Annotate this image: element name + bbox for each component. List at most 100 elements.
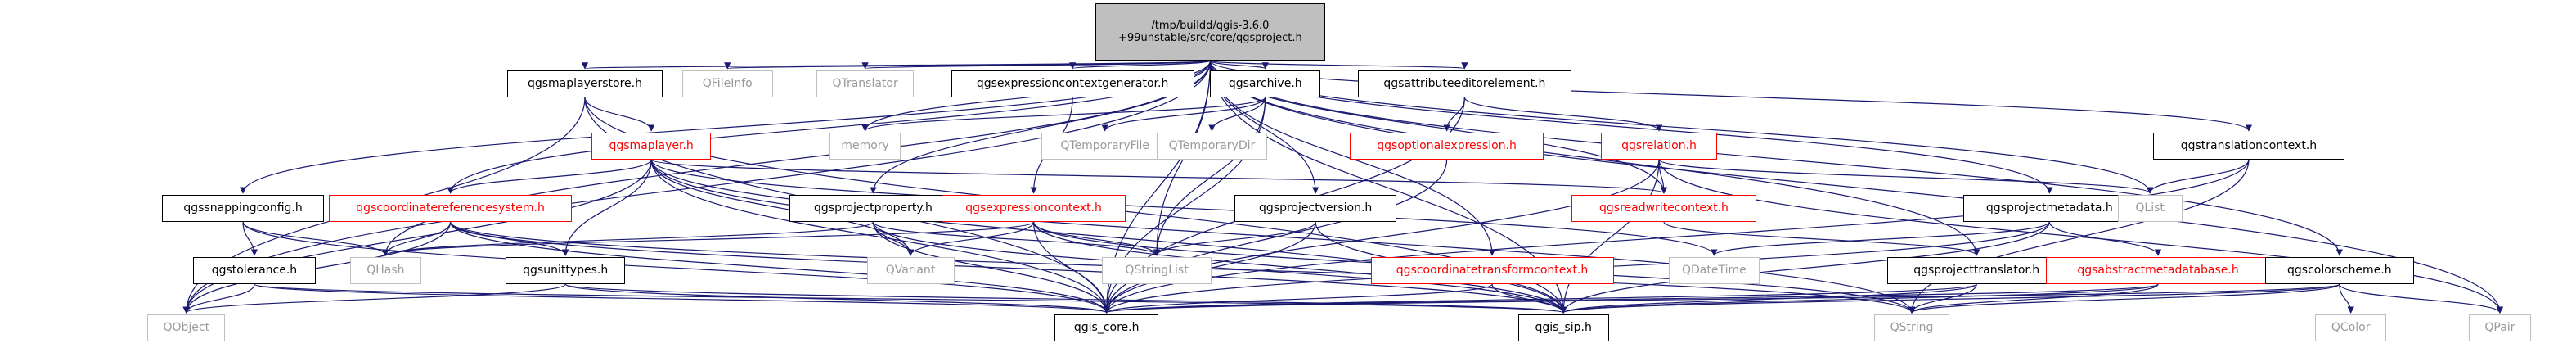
graph-node-qgsprojecttranslator[interactable]: qgsprojecttranslator.h (1887, 256, 2066, 285)
graph-node-qgsprojectproperty[interactable]: qgsprojectproperty.h (789, 194, 958, 222)
node-label: qgstranslationcontext.h (2180, 138, 2318, 152)
node-label: QColor (2331, 321, 2371, 335)
graph-node-qpair[interactable]: QPair (2469, 314, 2531, 342)
graph-node-qstring[interactable]: QString (1874, 314, 1949, 342)
graph-node-qgsprojectversion[interactable]: qgsprojectversion.h (1234, 194, 1397, 222)
edge-qgsmaplayer-to-qgsunittypes (562, 159, 652, 256)
node-label-line: +99unstable/src/core/qgsproject.h (1118, 31, 1302, 44)
graph-node-qgsabstractmetadb[interactable]: qgsabstractmetadatabase.h (2046, 256, 2270, 285)
node-label-line: /tmp/buildd/qgis-3.6.0 (1151, 19, 1270, 32)
graph-node-qgis_sip[interactable]: qgis_sip.h (1517, 314, 1609, 342)
graph-node-qgscrs[interactable]: qgscoordinatereferencesystem.h (329, 194, 573, 222)
graph-node-qgsattreditelem[interactable]: qgsattributeeditorelement.h (1357, 70, 1572, 97)
node-label: qgsunittypes.h (523, 263, 609, 277)
edge-qgsexprctx-to-qvariant (906, 221, 1035, 256)
graph-node-qgsexprctxgen[interactable]: qgsexpressioncontextgenerator.h (951, 70, 1194, 97)
graph-node-qgsreadwritectx[interactable]: qgsreadwritecontext.h (1571, 194, 1756, 222)
graph-node-qhash[interactable]: QHash (349, 256, 421, 285)
graph-node-root[interactable]: /tmp/buildd/qgis-3.6.0+99unstable/src/co… (1095, 2, 1326, 61)
edge-qgscolorscheme-to-qgis_sip (1560, 283, 2340, 314)
edge-qgscrs-to-qgis_sip (449, 221, 1567, 314)
node-label: qgsprojecttranslator.h (1913, 263, 2040, 277)
node-label: qgsmaplayerstore.h (527, 76, 642, 90)
edge-qgsmaplayer-to-qstring (650, 159, 1916, 314)
graph-node-qgsunittypes[interactable]: qgsunittypes.h (505, 256, 626, 285)
edge-qgscrs-to-qgis_core (449, 221, 1110, 314)
graph-node-qgsoptionalexpr[interactable]: qgsoptionalexpression.h (1349, 132, 1544, 160)
edge-qgsarchive-to-memory (861, 97, 1266, 132)
edge-qgsarchive-to-qtemporarydir (1208, 97, 1266, 132)
edge-qgsmaplayer-to-qgis_sip (650, 159, 1567, 314)
graph-node-qobject[interactable]: QObject (147, 314, 226, 342)
node-label: qgscoordinatetransformcontext.h (1396, 263, 1589, 277)
edge-root-to-qtranslator (862, 60, 1212, 70)
edge-qgscoordtransctx-to-qgis_core (1103, 283, 1493, 314)
graph-node-qgsmaplayer[interactable]: qgsmaplayer.h (591, 132, 712, 160)
graph-node-qgis_core[interactable]: qgis_core.h (1054, 314, 1159, 342)
node-label: QDateTime (1681, 263, 1747, 277)
edge-qgsprojectmetadata-to-qgis_sip (1560, 221, 2050, 314)
edge-root-to-qgsprojecttranslator (1209, 61, 1980, 256)
edge-qgscolorscheme-to-qpair (2339, 283, 2504, 314)
edge-qgssnappingconfig-to-qhash (242, 221, 389, 256)
node-label: qgsexpressioncontextgenerator.h (976, 76, 1169, 90)
graph-node-qgssnappingconfig[interactable]: qgssnappingconfig.h (162, 194, 325, 222)
node-label: qgsreadwritecontext.h (1599, 201, 1729, 215)
graph-node-qgsrelation[interactable]: qgsrelation.h (1600, 132, 1718, 160)
graph-node-qcolor[interactable]: QColor (2315, 314, 2387, 342)
edge-qgsunittypes-to-qgis_core (564, 283, 1110, 314)
edge-qgsmaplayerstore-to-qgsmaplayer (584, 97, 655, 132)
graph-node-qgsmaplayerstore[interactable]: qgsmaplayerstore.h (506, 70, 663, 97)
graph-node-memory[interactable]: memory (829, 132, 901, 160)
node-label: qgsattributeeditorelement.h (1383, 76, 1546, 90)
graph-node-qdatetime[interactable]: QDateTime (1668, 256, 1760, 285)
edge-qgsmaplayer-to-qvariant (650, 159, 915, 256)
edge-qgsrelation-to-qgis_sip (1559, 159, 1660, 314)
node-label: qgsexpressioncontext.h (965, 201, 1102, 215)
node-label: qgsmaplayer.h (609, 138, 694, 152)
graph-node-qgstolerance[interactable]: qgstolerance.h (192, 256, 317, 285)
edge-qgsmaplayer-to-qdatetime (650, 159, 1718, 256)
edge-qgsrelation-to-qlist (1658, 159, 2154, 194)
edge-qgsprojecttranslator-to-qgis_core (1103, 283, 1977, 314)
edge-qgsprojecttranslator-to-qgis_sip (1560, 283, 1977, 314)
node-label: QTemporaryDir (1168, 138, 1256, 152)
node-label: QTranslator (832, 76, 898, 90)
edge-qgscolorscheme-to-qgis_core (1104, 283, 2340, 314)
graph-node-qgsexprctx[interactable]: qgsexpressioncontext.h (941, 194, 1126, 222)
graph-node-qgsarchive[interactable]: qgsarchive.h (1210, 70, 1321, 97)
graph-node-qgscoordtransctx[interactable]: qgscoordinatetransformcontext.h (1370, 256, 1614, 285)
edge-qgsabstractmetadb-to-qstring (1908, 283, 2159, 314)
graph-node-qtranslator[interactable]: QTranslator (816, 70, 914, 97)
edge-qgsexprctx-to-qgis_core (1032, 221, 1110, 314)
node-label: QFileInfo (702, 76, 753, 90)
graph-node-qtemporaryfile[interactable]: QTemporaryFile (1041, 132, 1168, 160)
graph-node-qgsprojectmetadata[interactable]: qgsprojectmetadata.h (1963, 194, 2136, 222)
edge-qgstolerance-to-qgis_core (254, 283, 1110, 314)
graph-node-qgstranslationctx[interactable]: qgstranslationcontext.h (2153, 132, 2344, 160)
node-label: QPair (2484, 321, 2515, 335)
graph-node-qtemporarydir[interactable]: QTemporaryDir (1157, 132, 1267, 160)
node-label: QTemporaryFile (1060, 138, 1150, 152)
node-label: QHash (366, 263, 405, 277)
node-label: qgscolorscheme.h (2287, 263, 2392, 277)
edge-root-to-qgsarchive (1209, 60, 1269, 70)
node-label: QList (2135, 201, 2165, 215)
node-label: qgssnappingconfig.h (183, 201, 303, 215)
graph-node-qgscolorscheme[interactable]: qgscolorscheme.h (2264, 256, 2414, 285)
graph-node-qlist[interactable]: QList (2117, 194, 2183, 222)
graph-node-qstringlist[interactable]: QStringList (1101, 256, 1212, 285)
edge-qgstolerance-to-qgis_sip (254, 283, 1567, 314)
edge-root-to-qgsexprctxgen (1069, 60, 1212, 70)
edge-qgscrs-to-qobject (182, 221, 452, 314)
graph-node-qvariant[interactable]: QVariant (866, 256, 955, 285)
edge-qgssnappingconfig-to-qgis_core (242, 221, 1110, 314)
node-label: qgsarchive.h (1228, 76, 1302, 90)
graph-node-qfileinfo[interactable]: QFileInfo (681, 70, 773, 97)
node-label: QObject (163, 321, 210, 335)
node-label: qgsprojectproperty.h (814, 201, 933, 215)
edge-qgsrelation-to-qgis_core (1103, 159, 1660, 314)
edge-qgsmaplayer-to-qgscrs (447, 159, 652, 194)
node-label: qgsoptionalexpression.h (1377, 138, 1517, 152)
edge-qgsexprctx-to-qgis_sip (1032, 221, 1567, 314)
